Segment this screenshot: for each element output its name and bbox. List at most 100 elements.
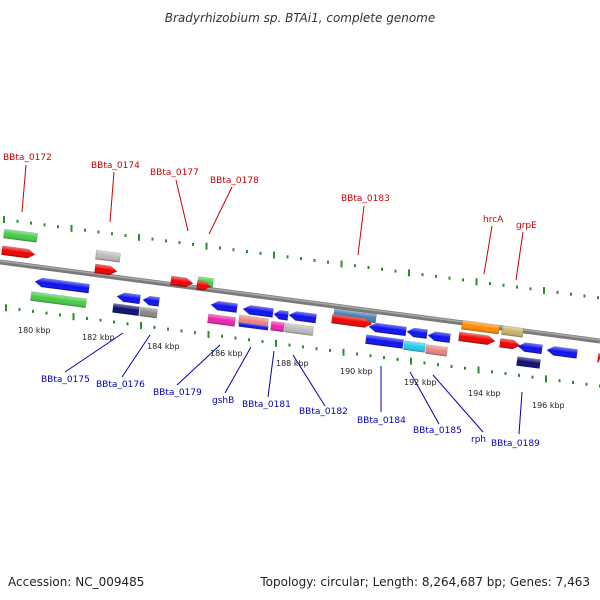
leader-line xyxy=(224,346,252,394)
tick-label: 182 kbp xyxy=(82,333,115,342)
tick-label: 180 kbp xyxy=(18,326,51,335)
gene-shade xyxy=(289,311,317,324)
gene-arrow xyxy=(501,325,524,338)
gene-arrow xyxy=(34,277,90,294)
gene-shade xyxy=(211,301,238,313)
gene-arrow xyxy=(546,346,578,359)
gene-shade xyxy=(369,323,407,336)
gene-shade xyxy=(35,278,90,294)
gene-shade xyxy=(428,331,451,343)
map-title: Bradyrhizobium sp. BTAi1, complete genom… xyxy=(165,11,435,25)
leader-line xyxy=(64,332,124,373)
gene-arrow xyxy=(288,311,317,324)
tick-marks xyxy=(3,216,600,388)
gene-label-bottom: gshB xyxy=(212,396,234,406)
gene-shade xyxy=(243,305,274,318)
gene-arrow xyxy=(403,340,426,353)
gene-features xyxy=(1,228,600,369)
gene-shade xyxy=(117,292,141,304)
genome-backbone xyxy=(0,259,600,344)
gene-shade xyxy=(274,310,289,321)
gene-shade xyxy=(403,340,426,353)
gene-arrow xyxy=(273,310,289,321)
gene-label-top: BBta_0177 xyxy=(150,168,199,178)
gene-arrow xyxy=(406,327,428,340)
gene-shade xyxy=(94,264,118,275)
gene-arrow xyxy=(30,291,87,309)
gene-label-bottom: BBta_0185 xyxy=(413,426,462,436)
tick-label: 188 kbp xyxy=(276,359,309,368)
gene-shade xyxy=(501,325,524,338)
gene-shade xyxy=(597,353,600,363)
gene-shade xyxy=(270,321,285,332)
gene-shade xyxy=(30,291,87,308)
gene-arrow xyxy=(3,228,38,243)
tick-label: 196 kbp xyxy=(532,401,565,410)
gene-labels: BBta_0172BBta_0174BBta_0177BBta_0178BBta… xyxy=(3,153,540,449)
gene-arrow xyxy=(331,313,373,328)
gene-arrow xyxy=(270,320,285,333)
gene-arrow xyxy=(461,320,500,335)
gene-label-top: BBta_0178 xyxy=(210,176,259,186)
leader-line xyxy=(483,225,493,275)
gene-label-bottom: BBta_0176 xyxy=(96,380,145,390)
gene-arrow xyxy=(238,322,269,331)
gene-arrow xyxy=(1,245,36,259)
leader-line xyxy=(109,171,115,223)
gene-arrow xyxy=(427,331,451,344)
gene-shade xyxy=(170,276,194,287)
gene-shade xyxy=(139,306,158,319)
gene-arrow xyxy=(516,356,541,369)
gene-shade xyxy=(284,323,314,336)
genome-summary-text: Topology: circular; Length: 8,264,687 bp… xyxy=(259,575,590,589)
accession-text: Accession: NC_009485 xyxy=(8,575,144,589)
gene-shade xyxy=(331,314,372,328)
gene-shade xyxy=(95,250,121,263)
gene-arrow xyxy=(365,334,404,349)
gene-shade xyxy=(112,303,140,316)
gene-label-bottom: BBta_0175 xyxy=(41,375,90,385)
leader-line xyxy=(176,344,221,386)
gene-arrow xyxy=(242,305,274,318)
tick-label: 194 kbp xyxy=(468,389,501,398)
leader-line xyxy=(292,354,326,407)
tick-label: 186 kbp xyxy=(210,349,243,358)
genome-backbone-highlight xyxy=(0,260,600,341)
gene-label-bottom: BBta_0189 xyxy=(491,439,540,449)
gene-shade xyxy=(407,328,428,339)
gene-shade xyxy=(518,342,543,354)
leader-line xyxy=(518,391,523,435)
gene-arrow xyxy=(139,306,158,319)
gene-shade xyxy=(143,296,160,307)
tick-label: 192 kbp xyxy=(404,378,437,387)
label-leader-lines xyxy=(21,164,524,435)
gene-label-top: BBta_0172 xyxy=(3,153,52,163)
gene-label-bottom: BBta_0179 xyxy=(153,388,202,398)
gene-shade xyxy=(499,338,520,350)
gene-arrow xyxy=(425,344,448,357)
gene-arrow xyxy=(112,303,140,317)
gene-label-bottom: BBta_0181 xyxy=(242,400,291,410)
leader-line xyxy=(357,205,365,256)
gene-arrow xyxy=(116,292,141,305)
gene-label-top: BBta_0174 xyxy=(91,161,140,171)
gene-shade xyxy=(3,229,38,243)
gene-arrow xyxy=(207,313,236,327)
gene-arrow xyxy=(458,331,496,346)
leader-line xyxy=(175,179,189,232)
gene-label-bottom: BBta_0182 xyxy=(299,407,348,417)
gene-shade xyxy=(547,346,578,359)
gene-arrow xyxy=(284,322,314,337)
gene-shade xyxy=(516,356,541,369)
gene-shade xyxy=(238,322,269,331)
leader-line xyxy=(432,374,484,433)
gene-arrow xyxy=(517,342,543,355)
gene-arrow xyxy=(499,338,521,350)
gene-label-top: grpE xyxy=(516,221,537,231)
gene-arrow xyxy=(170,275,194,288)
leader-line xyxy=(121,334,151,378)
gene-shade xyxy=(1,245,35,259)
gene-label-top: BBta_0183 xyxy=(341,194,390,204)
gene-label-top: hrcA xyxy=(483,215,504,225)
